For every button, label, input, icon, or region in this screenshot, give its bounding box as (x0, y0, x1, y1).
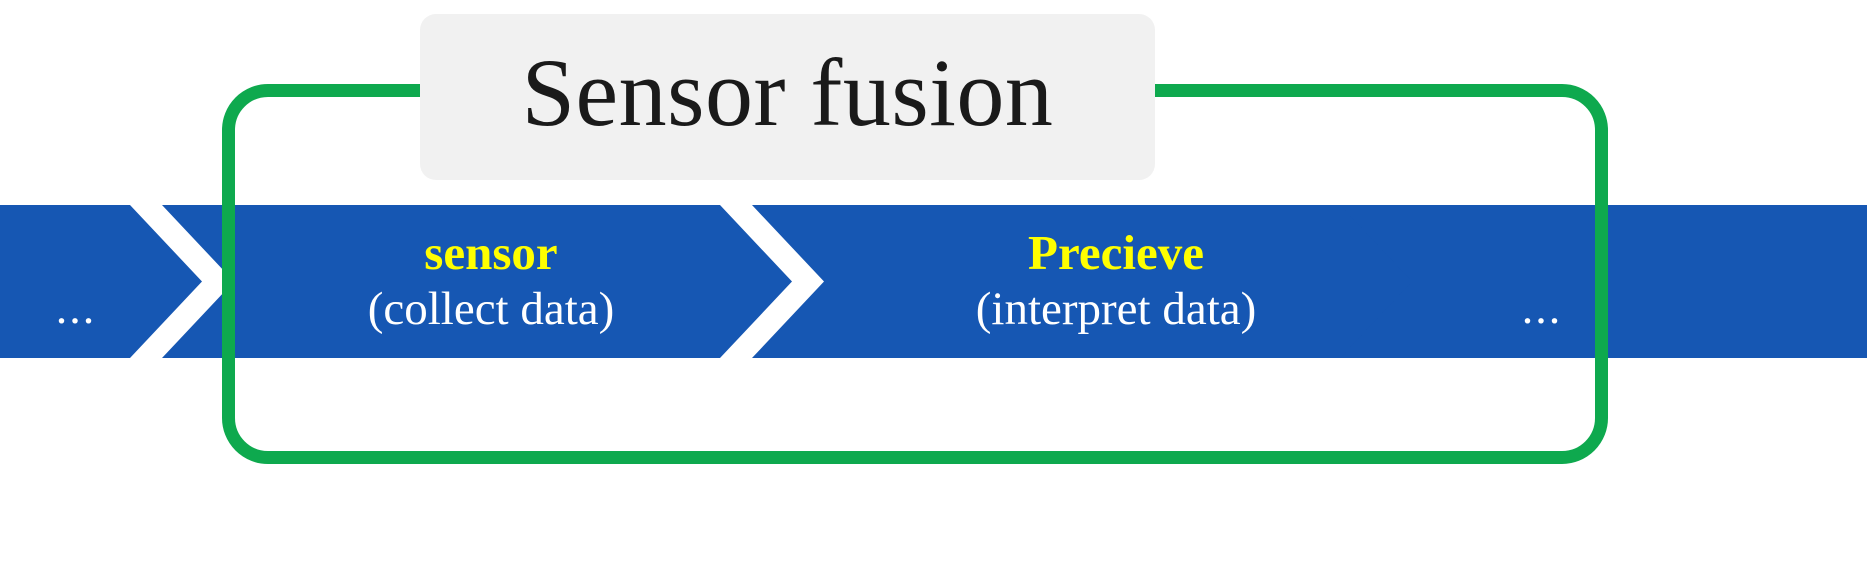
pipeline-step-precieve-title: Precieve (1028, 225, 1204, 281)
pipeline-step-sensor-title: sensor (424, 225, 558, 281)
pipeline-step-sensor-body: sensor (collect data) (368, 227, 615, 335)
pipeline-arrow-row: ... sensor (collect data) Precieve (inte… (0, 205, 1867, 358)
ellipsis-icon-right: ... (1521, 281, 1563, 333)
pipeline-step-precieve-subtitle: (interpret data) (975, 282, 1257, 335)
ellipsis-icon-left: ... (55, 281, 97, 333)
pipeline-step-before[interactable]: ... (0, 205, 202, 358)
pipeline-step-precieve[interactable]: Precieve (interpret data) (752, 205, 1452, 358)
pipeline-step-after-body: ... (1634, 259, 1675, 305)
pipeline-step-sensor[interactable]: sensor (collect data) (162, 205, 792, 358)
pipeline-step-sensor-subtitle: (collect data) (367, 282, 615, 335)
pipeline-step-before-body: ... (56, 259, 97, 305)
pipeline-step-after[interactable]: ... (1340, 205, 1867, 358)
sensor-fusion-label: Sensor fusion (420, 14, 1155, 180)
pipeline-step-precieve-body: Precieve (interpret data) (976, 227, 1257, 335)
sensor-fusion-label-text: Sensor fusion (521, 39, 1054, 146)
